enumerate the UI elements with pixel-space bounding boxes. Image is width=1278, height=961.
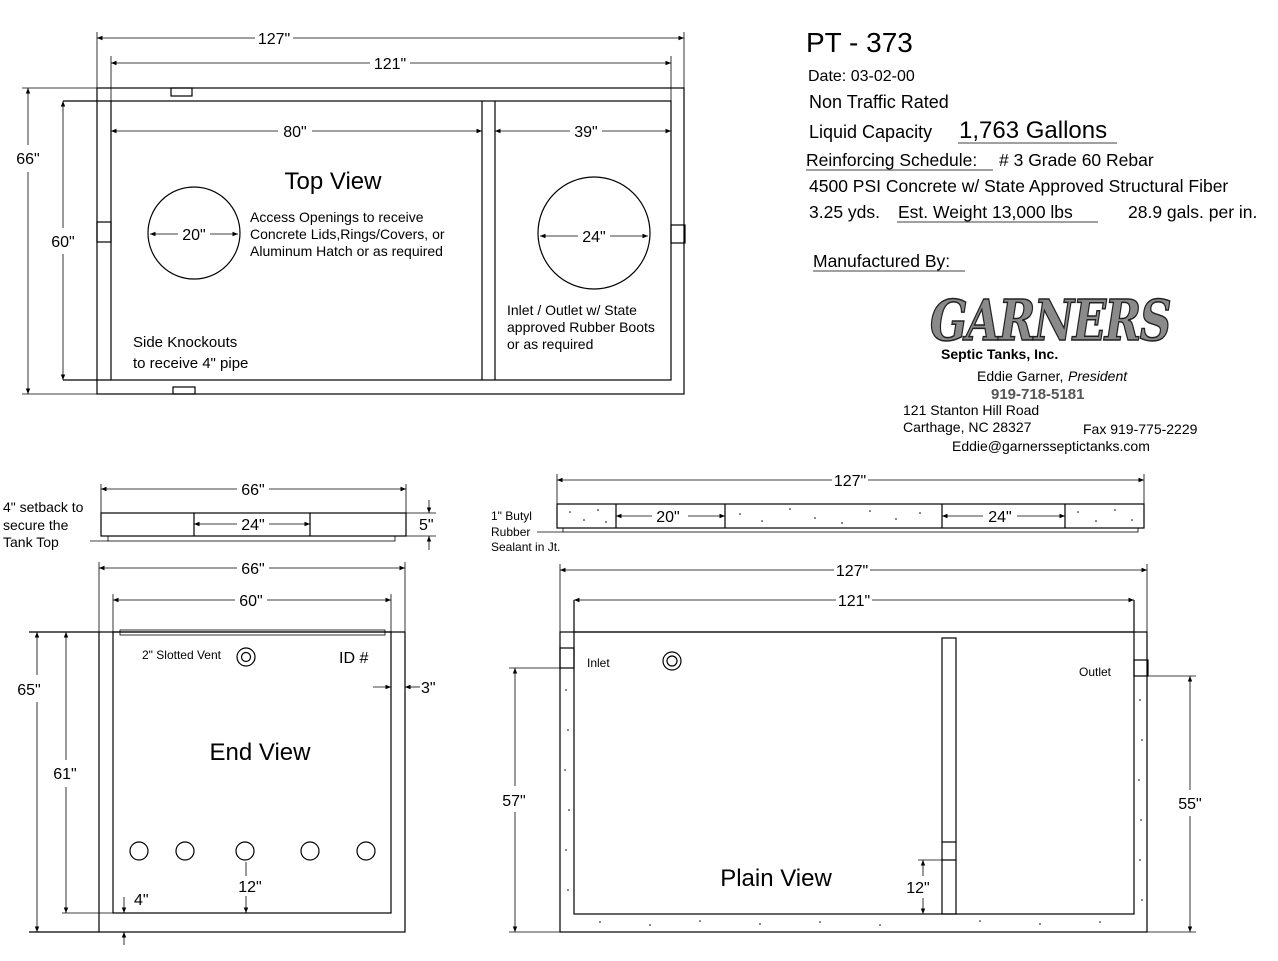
plain-dim-outlet-height: 55" [1178, 796, 1201, 813]
sealant-note-line-2: Rubber [491, 525, 530, 539]
lid-dim-inner: 24" [241, 517, 264, 534]
company-name: Septic Tanks, Inc. [941, 346, 1058, 362]
company-email: Eddie@garnersseptictanks.com [952, 438, 1150, 454]
top-dim-right-chamber: 39" [574, 124, 597, 141]
inlet-note-line-2: approved Rubber Boots [507, 319, 655, 335]
plain-dim-outer: 127" [836, 563, 868, 580]
lid-dim-width: 66" [241, 482, 264, 499]
company-address-1: 121 Stanton Hill Road [903, 402, 1039, 418]
access-opening-right [537, 176, 651, 290]
sealant-note-line-1: 1" Butyl [491, 509, 532, 523]
access-note-line-2: Concrete Lids,Rings/Covers, or [250, 226, 445, 242]
setback-note-line-3: Tank Top [3, 534, 59, 550]
top-dim-outer: 127" [258, 31, 290, 48]
spec-capacity-value: 1,763 Gallons [959, 117, 1107, 144]
plain-lid-dim-opening-right: 24" [988, 509, 1011, 526]
vent-port-outer [236, 647, 256, 667]
inlet-label: Inlet [587, 656, 610, 670]
end-dim-bottom: 4" [134, 892, 149, 909]
drawing-title: PT - 373 [806, 27, 913, 58]
spec-capacity-label: Liquid Capacity [809, 122, 932, 142]
access-note-line-3: Aluminum Hatch or as required [250, 243, 443, 259]
spec-reinforcing-label: Reinforcing Schedule: [806, 150, 977, 170]
spec-date: Date: 03-02-00 [808, 68, 915, 85]
top-dim-height-inner: 60" [51, 234, 74, 251]
garners-logo: GARNERS [930, 288, 1170, 354]
end-knockout-4 [300, 841, 320, 861]
spec-reinforcing-value: # 3 Grade 60 Rebar [999, 150, 1154, 170]
inlet-pipe [559, 647, 575, 669]
end-knockout-1 [129, 841, 149, 861]
access-note-line-1: Access Openings to receive [250, 209, 424, 225]
sealant-note-line-3: Sealant in Jt. [491, 540, 560, 554]
spec-weight: Est. Weight 13,000 lbs [898, 202, 1073, 222]
spec-per-inch: 28.9 gals. per in. [1128, 202, 1257, 222]
company-fax: Fax 919-775-2229 [1083, 421, 1198, 437]
end-dim-height-outer: 65" [17, 682, 40, 699]
end-lid-view: 66" 24" 5" 4" setback to secure the Tank… [3, 482, 436, 550]
plain-lid-dim-length: 127" [834, 473, 866, 490]
setback-note-line-1: 4" setback to [3, 499, 84, 515]
lid-dim-height: 5" [419, 517, 434, 534]
end-dim-wall: 3" [421, 680, 436, 697]
company-address-2: Carthage, NC 28327 [903, 419, 1032, 435]
plain-view-outer-outline [559, 631, 1148, 933]
vent-port-inner [240, 651, 252, 663]
top-dim-inner: 121" [374, 56, 406, 73]
plain-dim-inner: 121" [838, 593, 870, 610]
inlet-note-line-1: Inlet / Outlet w/ State [507, 302, 637, 318]
end-knockout-3 [235, 841, 255, 861]
outlet-label: Outlet [1079, 665, 1112, 679]
president-name: Eddie Garner, [977, 368, 1063, 384]
outlet-pipe [1133, 659, 1149, 677]
end-view: 2" Slotted Vent ID # End View 66" 60" 65… [17, 561, 436, 945]
end-dim-height-inner: 61" [53, 766, 76, 783]
plain-vent-inner [666, 655, 678, 667]
opening-left-dim: 20" [182, 227, 205, 244]
plain-lid-view: 127" 20" 24" 1" Butyl Rubber Sealant in … [491, 473, 1145, 554]
spec-concrete: 4500 PSI Concrete w/ State Approved Stru… [809, 176, 1228, 196]
top-dim-height-outer: 66" [16, 151, 39, 168]
opening-right-dim: 24" [582, 229, 605, 246]
side-knockout-left [96, 221, 112, 243]
baffle-wall [941, 637, 957, 915]
manufactured-by-label: Manufactured By: [813, 251, 950, 271]
spec-yards: 3.25 yds. [809, 202, 880, 222]
slotted-vent-label: 2" Slotted Vent [142, 648, 222, 662]
company-phone: 919-718-5181 [991, 386, 1084, 403]
wall-concrete-speckle [564, 689, 1143, 926]
plain-lid-dim-opening-left: 20" [656, 509, 679, 526]
knockout-note-line-2: to receive 4" pipe [133, 355, 248, 372]
end-view-inner-outline [112, 631, 392, 914]
setback-note-line-2: secure the [3, 517, 69, 533]
plain-view: Inlet Outlet Plain View 127" 121" 57" 55… [502, 563, 1202, 933]
plain-view-inner-outline [573, 631, 1135, 915]
knockout-note-line-1: Side Knockouts [133, 334, 237, 351]
manufacturer-block: Manufactured By: GARNERS Septic Tanks, I… [813, 251, 1198, 454]
president-role: President [1068, 368, 1128, 384]
plain-view-title: Plain View [720, 865, 832, 892]
top-dim-left-chamber: 80" [283, 124, 306, 141]
spec-block: PT - 373 Date: 03-02-00 Non Traffic Rate… [806, 27, 1257, 223]
plain-dim-baffle: 12" [906, 880, 929, 897]
access-opening-left [147, 186, 241, 280]
end-dim-outer: 66" [241, 561, 264, 578]
plain-vent-outer [662, 651, 682, 671]
top-view-title: Top View [285, 168, 383, 195]
inlet-note-line-3: or as required [507, 336, 593, 352]
end-view-title: End View [210, 739, 312, 766]
lid-concrete-speckle [569, 508, 1133, 524]
top-view: 20" 24" 127" 121" 80" 39" 66" 60" To [16, 31, 686, 395]
end-dim-holes: 12" [238, 879, 261, 896]
end-dim-inner: 60" [239, 593, 262, 610]
plain-dim-inlet-height: 57" [502, 793, 525, 810]
spec-traffic: Non Traffic Rated [809, 92, 949, 112]
side-knockout-right [670, 224, 686, 244]
id-label: ID # [339, 650, 368, 667]
end-knockout-5 [356, 841, 376, 861]
end-knockout-2 [175, 841, 195, 861]
